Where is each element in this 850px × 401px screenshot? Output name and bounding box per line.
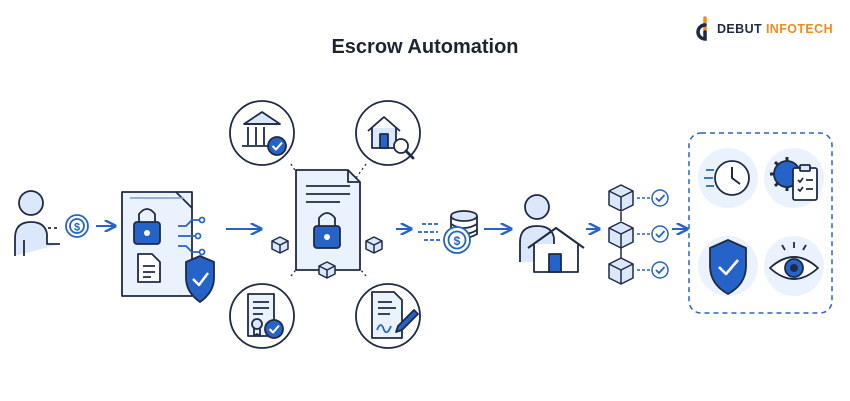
brand-logo-icon: [696, 16, 707, 41]
brand-word-debut: DEBUT: [717, 22, 763, 36]
blockchain-verified-icon: [608, 184, 669, 285]
hub-blockchain-cubes: [271, 236, 383, 279]
secure-document-shield-icon: [121, 191, 215, 303]
locked-contract-icon: [295, 169, 361, 271]
automated-checklist-icon: [764, 148, 824, 208]
fast-clock-icon: [698, 148, 758, 208]
page-title: Escrow Automation: [331, 36, 519, 58]
svg-text:$: $: [74, 222, 80, 234]
user-with-coin-icon: $: [14, 190, 89, 256]
svg-text:$: $: [454, 234, 461, 248]
contract-signing-icon: [355, 283, 421, 349]
property-search-icon: [355, 100, 421, 166]
homeowner-icon: [519, 194, 585, 273]
fast-payment-coins-icon: $: [418, 210, 478, 254]
security-shield-icon: [698, 236, 758, 296]
bank-verified-icon: [229, 100, 295, 166]
certificate-verified-icon: [229, 283, 295, 349]
monitoring-eye-icon: [764, 236, 824, 296]
brand-logo: DEBUT INFOTECH: [693, 16, 843, 46]
brand-word-infotech: INFOTECH: [765, 22, 834, 36]
